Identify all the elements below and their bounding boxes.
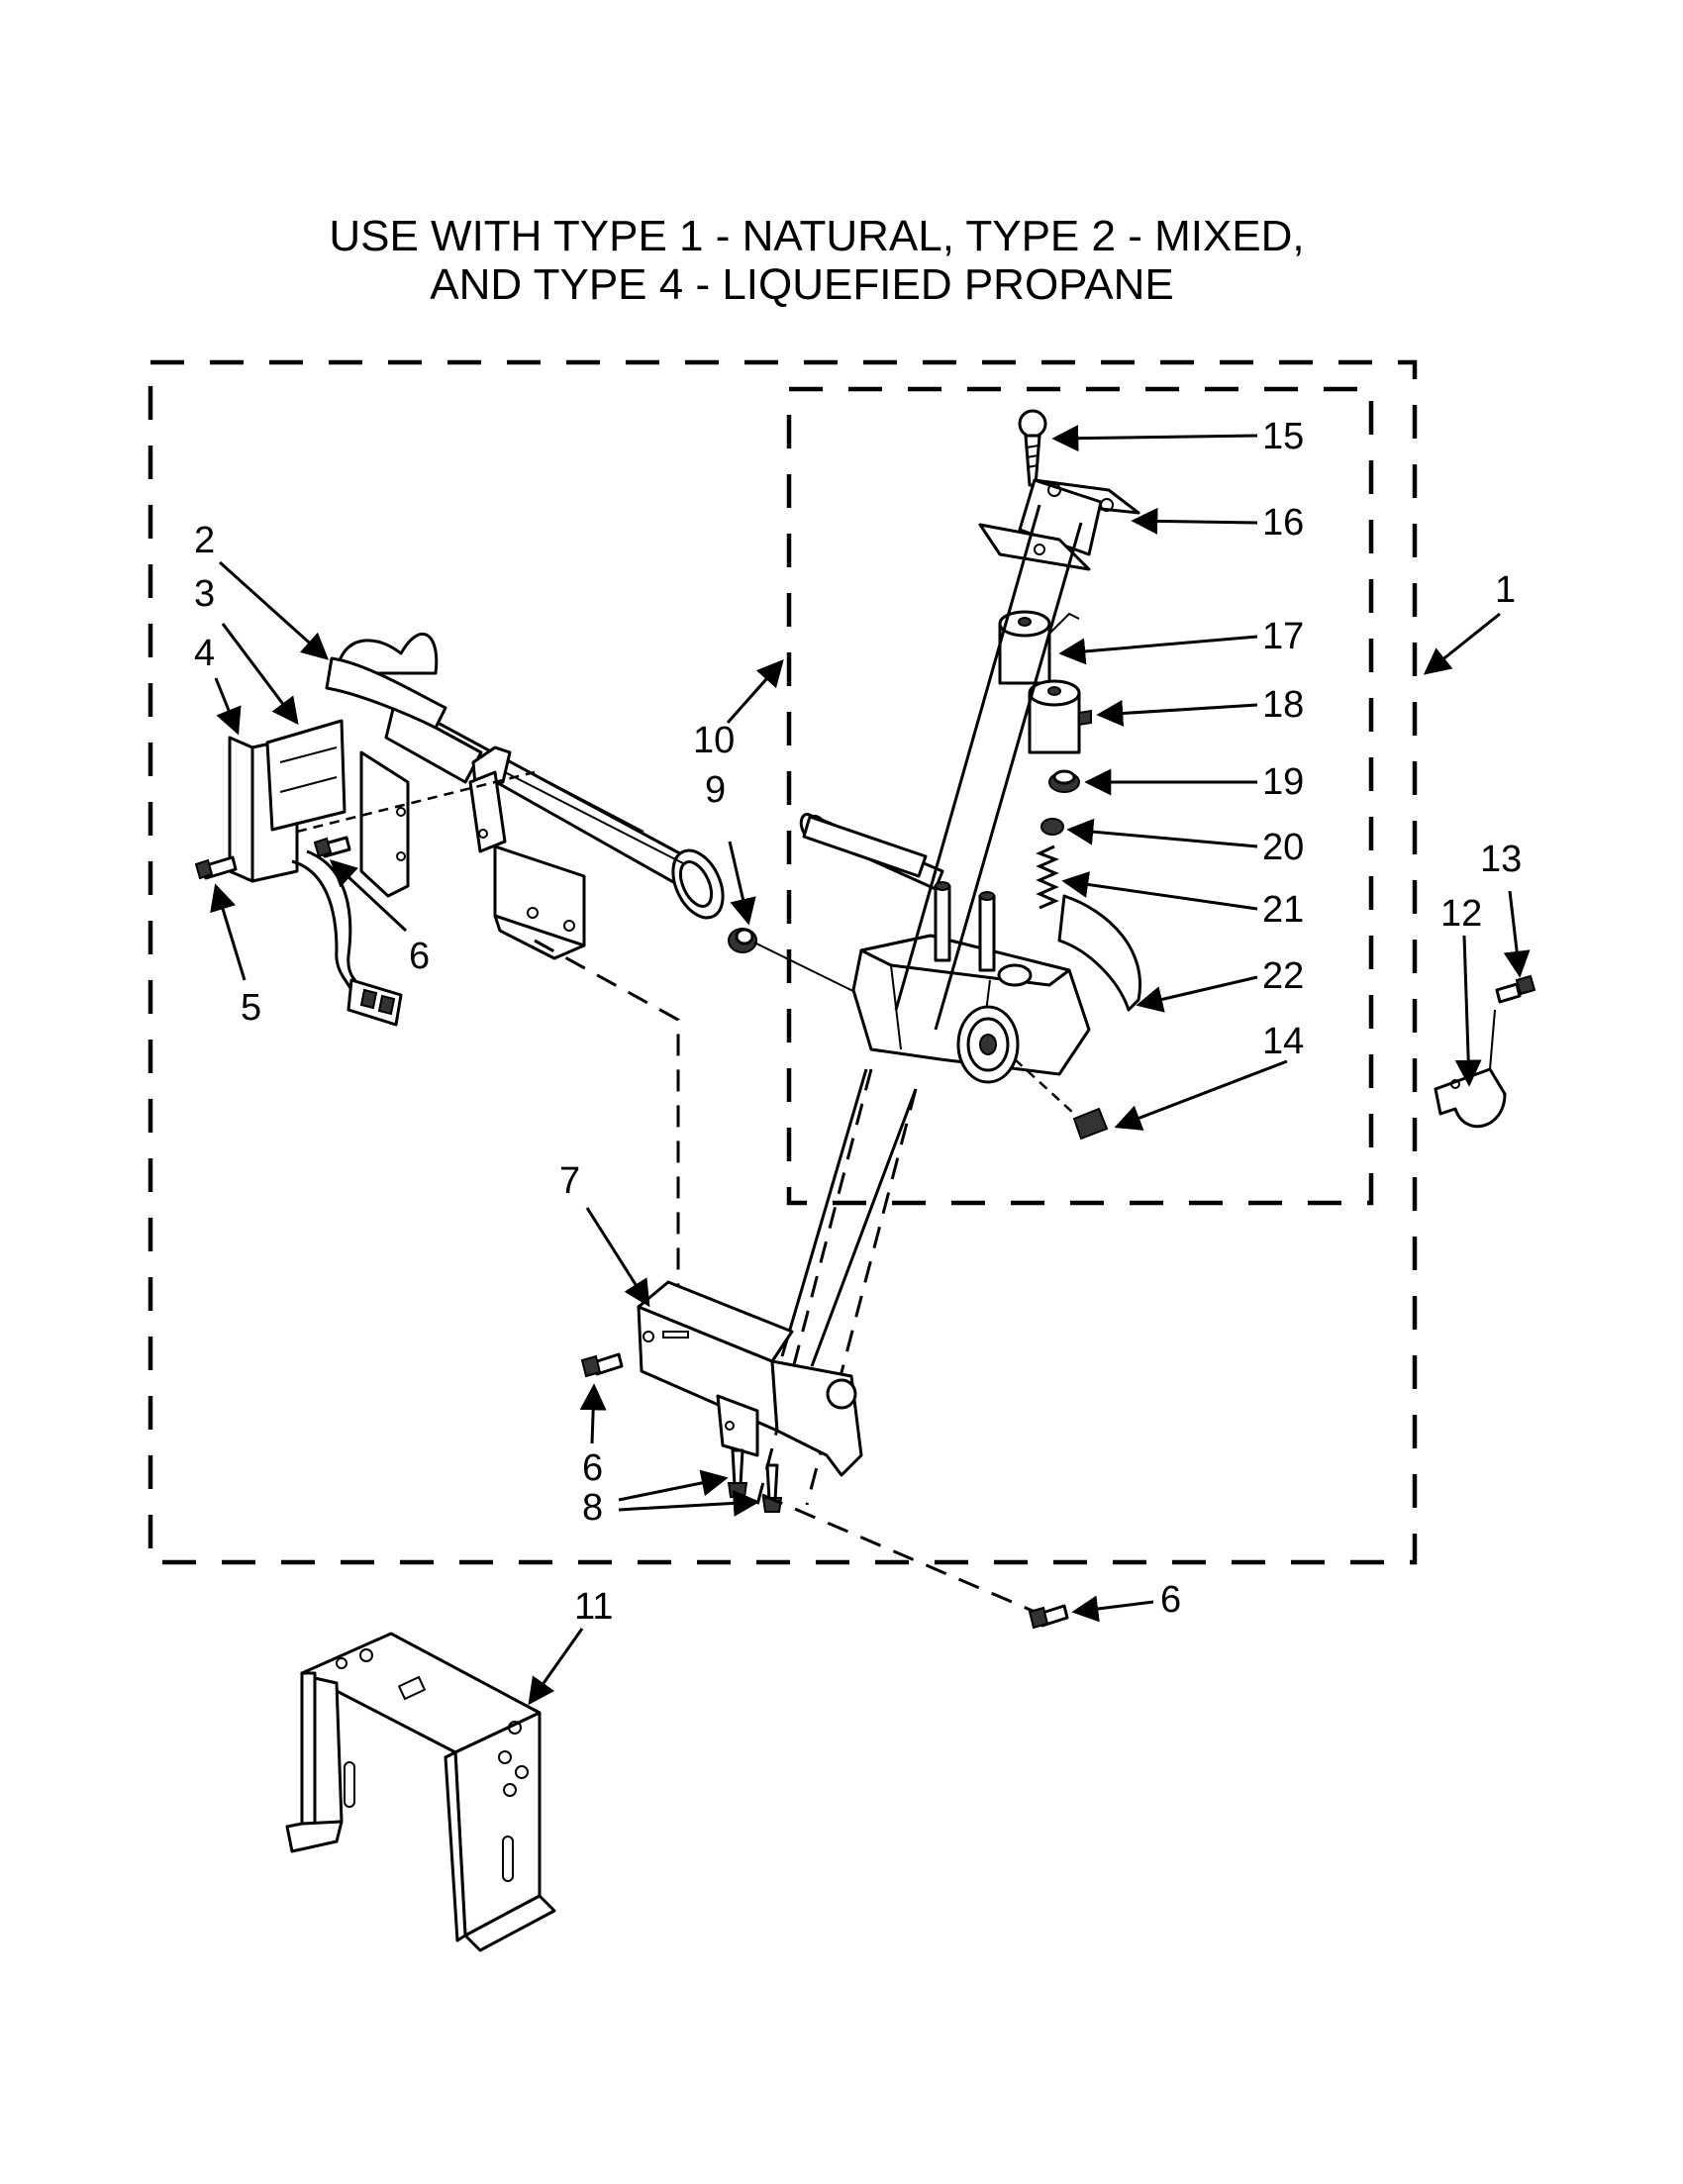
orifice-connector-line: [753, 942, 872, 1001]
burner-tube: [325, 632, 725, 920]
callout-13: 13: [1480, 839, 1522, 880]
bracket-dashed-line: [761, 1493, 1040, 1616]
screw-6-left: [313, 836, 351, 858]
plunger-cap-20: [1040, 818, 1064, 836]
screw-alignment-line-left: [296, 770, 536, 834]
diagram-title-line-2: AND TYPE 4 - LIQUEFIED PROPANE: [430, 260, 1173, 309]
mounting-bracket-7: [637, 1280, 863, 1477]
callout-16: 16: [1262, 502, 1304, 544]
gas-pipe: [802, 815, 928, 878]
coil-bracket-16: [978, 478, 1140, 571]
callout-20: 20: [1262, 827, 1304, 868]
callout-17: 17: [1262, 616, 1304, 657]
callout-10: 10: [693, 720, 735, 761]
callout-12: 12: [1440, 893, 1482, 935]
gas-valve-assembly-outline: [786, 386, 1374, 1206]
callout-6-bottom: 6: [1160, 1579, 1181, 1621]
orifice-9: [728, 928, 757, 953]
igniter-bracket: [228, 719, 410, 898]
screw-6-bottom: [1028, 1604, 1069, 1630]
callout-3: 3: [194, 573, 215, 615]
callout-1: 1: [1495, 569, 1516, 611]
callout-7: 7: [559, 1160, 580, 1202]
callout-6-bracket: 6: [582, 1447, 603, 1489]
callout-labels: 1 2 3 4 5 6 6 6 7 8 9 10 11 12 13 14 15 …: [194, 416, 1522, 1628]
screws-8: [727, 1448, 783, 1513]
screw-13: [1495, 974, 1536, 1004]
callout-14: 14: [1262, 1021, 1304, 1062]
screw-5: [194, 855, 238, 880]
callout-15: 15: [1262, 416, 1304, 457]
callout-5: 5: [241, 987, 261, 1029]
callout-18: 18: [1262, 684, 1304, 726]
clip-12: [1434, 1009, 1507, 1129]
burner-to-bracket-dashed-line: [534, 939, 680, 1287]
seal-19: [1048, 769, 1080, 793]
connector-dashed-line: [1014, 1058, 1075, 1115]
spring-21: [1036, 844, 1059, 910]
callout-19: 19: [1262, 761, 1304, 803]
callout-22: 22: [1262, 955, 1304, 997]
callout-21: 21: [1262, 889, 1304, 931]
callout-8: 8: [582, 1487, 603, 1529]
base-bracket-11: [285, 1632, 556, 1952]
coil-screw-15: [1018, 409, 1047, 487]
burner-support-bracket: [493, 844, 586, 960]
callout-6-left: 6: [409, 936, 430, 977]
callout-2: 2: [194, 520, 215, 561]
callout-9: 9: [705, 769, 726, 811]
callout-4: 4: [194, 633, 215, 674]
leader-arrows: [210, 425, 1531, 1706]
burner-assembly-outline: [148, 359, 1418, 1565]
callout-11: 11: [574, 1586, 613, 1628]
diagram-title-line-1: USE WITH TYPE 1 - NATURAL, TYPE 2 - MIXE…: [329, 212, 1304, 260]
valve-coil-18: [1028, 679, 1092, 754]
valve-dashed-line-left: [755, 1068, 873, 1506]
valve-support-rails: [780, 504, 1083, 1367]
valve-coil-17: [998, 610, 1080, 685]
screw-6-bracket: [580, 1352, 624, 1378]
connector-14: [1072, 1107, 1109, 1141]
